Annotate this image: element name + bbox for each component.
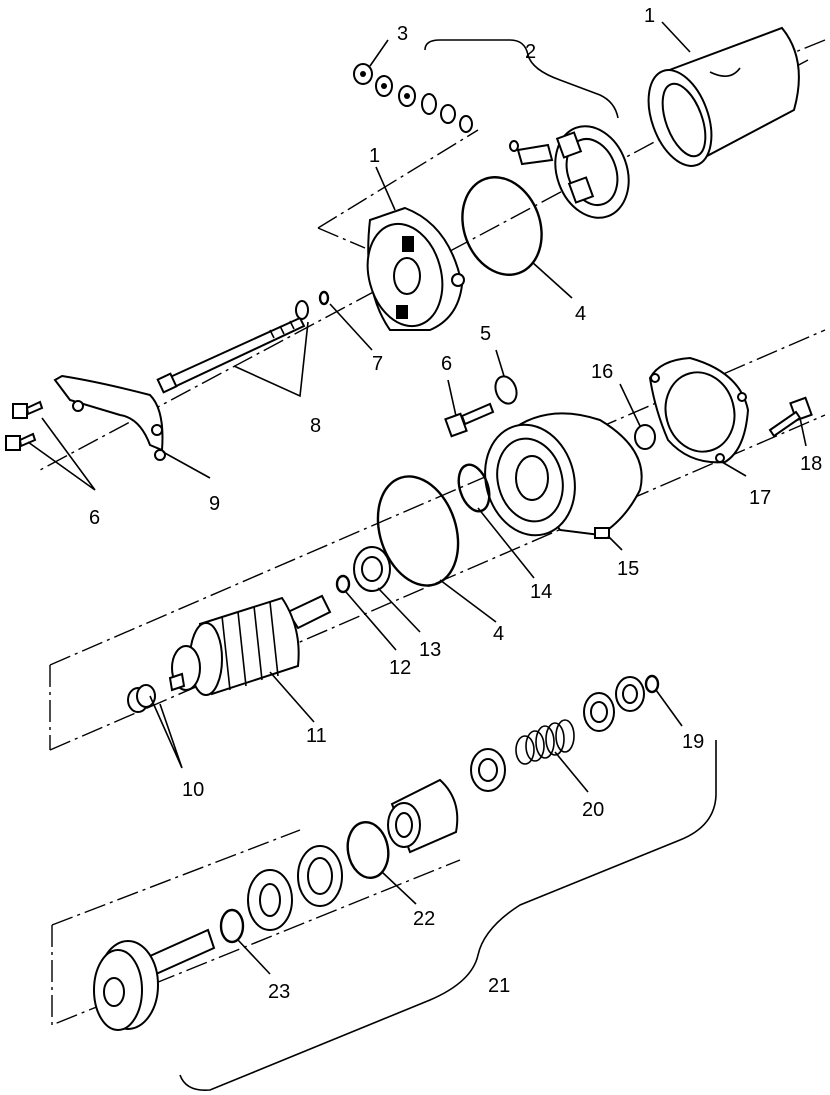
- part-bearing-13: [353, 546, 391, 592]
- leader-lines: [27, 21, 807, 975]
- part-bolts-left: [5, 400, 44, 451]
- part-pinion-clutch: [387, 778, 459, 854]
- part-small-o-ring: [318, 290, 330, 306]
- callout-21: 21: [488, 975, 510, 997]
- part-collars: [583, 676, 645, 732]
- callout-17: 17: [749, 487, 771, 509]
- callout-14: 14: [530, 581, 552, 603]
- part-end-cover: [366, 206, 465, 331]
- callout-10: 10: [182, 779, 204, 801]
- part-ring-12: [335, 574, 351, 594]
- part-drive-housing: [484, 412, 643, 539]
- part-brush-holder: [509, 125, 630, 219]
- callout-8: 8: [310, 415, 321, 437]
- callout-6-left: 6: [89, 507, 100, 529]
- part-ring-22: [346, 821, 390, 879]
- part-ring-19: [644, 674, 660, 694]
- part-yoke: [647, 26, 800, 167]
- callout-22: 22: [413, 908, 435, 930]
- part-output-gear-shaft: [93, 928, 216, 1031]
- callout-3: 3: [397, 23, 408, 45]
- part-washer-5: [494, 375, 518, 405]
- callout-13: 13: [419, 639, 441, 661]
- callout-7: 7: [372, 353, 383, 375]
- part-washers-10: [127, 684, 156, 713]
- callout-5: 5: [480, 323, 491, 345]
- brace-21: [179, 740, 717, 1092]
- part-spring: [470, 719, 575, 792]
- callout-4-upper: 4: [575, 303, 586, 325]
- callout-1-end-cover: 1: [369, 145, 380, 167]
- part-armature: [168, 594, 332, 696]
- callout-12: 12: [389, 657, 411, 679]
- brace-2: [424, 39, 619, 119]
- part-clutch-pieces: [247, 845, 343, 931]
- callout-4-lower: 4: [493, 623, 504, 645]
- part-gasket: [648, 356, 750, 464]
- callout-11: 11: [306, 725, 327, 747]
- part-o-ring-14: [457, 463, 491, 513]
- part-o-ring-lower: [376, 475, 460, 587]
- part-nut-washer-stack: [353, 63, 473, 133]
- assembly-outline-bottom: [51, 829, 461, 1027]
- part-o-ring-upper: [461, 176, 543, 276]
- callout-23: 23: [268, 981, 290, 1003]
- callout-20: 20: [582, 799, 604, 821]
- callout-15: 15: [617, 558, 639, 580]
- callout-19: 19: [682, 731, 704, 753]
- callout-16: 16: [591, 361, 613, 383]
- callout-1-yoke: 1: [644, 5, 655, 27]
- callouts: 1 1 2 3 4 4 5 6 6 7 8 9 10 11 12 13 14 1…: [89, 5, 822, 1003]
- callout-2: 2: [525, 41, 536, 63]
- part-snap-ring: [219, 908, 245, 944]
- part-bracket: [53, 374, 166, 461]
- callout-9: 9: [209, 493, 220, 515]
- part-washer-16: [634, 424, 656, 450]
- callout-18: 18: [800, 453, 822, 475]
- part-through-bolts: [156, 300, 309, 394]
- part-bolt-center: [444, 402, 495, 438]
- callout-6-center: 6: [441, 353, 452, 375]
